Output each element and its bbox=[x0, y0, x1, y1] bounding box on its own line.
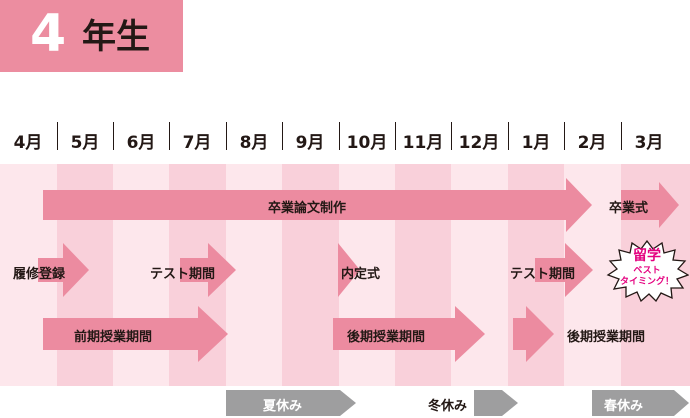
thesis-label: 卒業論文制作 bbox=[268, 201, 347, 216]
naitei-label: 内定式 bbox=[341, 267, 381, 282]
month-label-may: 5月 bbox=[70, 133, 100, 153]
month-divider bbox=[508, 122, 509, 150]
month-label-oct: 10月 bbox=[346, 133, 388, 153]
month-divider bbox=[113, 122, 114, 150]
starburst-icon bbox=[606, 240, 689, 302]
month-divider bbox=[621, 122, 622, 150]
study-abroad-title: 留学 bbox=[633, 248, 661, 264]
grade-number: 4 bbox=[30, 4, 67, 64]
month-divider bbox=[169, 122, 170, 150]
graduation-label: 卒業式 bbox=[609, 201, 649, 216]
month-label-apr: 4月 bbox=[13, 133, 43, 153]
month-label-jun: 6月 bbox=[126, 133, 156, 153]
month-divider bbox=[226, 122, 227, 150]
month-divider bbox=[451, 122, 452, 150]
month-divider bbox=[395, 122, 396, 150]
month-divider bbox=[564, 122, 565, 150]
study-abroad-line2: タイミング！ bbox=[619, 277, 674, 287]
registration-label: 履修登録 bbox=[13, 267, 66, 282]
test-period-first-label: テスト期間 bbox=[150, 267, 216, 282]
month-label-dec: 12月 bbox=[458, 133, 500, 153]
month-divider bbox=[282, 122, 283, 150]
month-divider bbox=[57, 122, 58, 150]
month-label-mar: 3月 bbox=[634, 133, 664, 153]
study-abroad-subtitle: ベスト タイミング！ bbox=[611, 266, 683, 288]
winter-vacation-label: 冬休み bbox=[428, 399, 468, 414]
month-label-aug: 8月 bbox=[239, 133, 269, 153]
month-label-sep: 9月 bbox=[295, 133, 325, 153]
summer-vacation-label: 夏休み bbox=[263, 399, 303, 414]
test-period-second-label: テスト期間 bbox=[510, 267, 576, 282]
grade-badge: 4 年生 bbox=[0, 0, 183, 72]
month-divider bbox=[339, 122, 340, 150]
study-abroad-line1: ベスト bbox=[633, 266, 661, 276]
second-semester-continued-label: 後期授業期間 bbox=[567, 330, 646, 345]
first-semester-label: 前期授業期間 bbox=[74, 330, 153, 345]
month-label-feb: 2月 bbox=[577, 133, 607, 153]
month-label-nov: 11月 bbox=[402, 133, 444, 153]
grade-suffix: 年生 bbox=[82, 17, 150, 57]
month-label-jan: 1月 bbox=[521, 133, 551, 153]
spring-vacation-label: 春休み bbox=[604, 399, 644, 414]
month-label-jul: 7月 bbox=[182, 133, 212, 153]
second-semester-label: 後期授業期間 bbox=[347, 330, 426, 345]
